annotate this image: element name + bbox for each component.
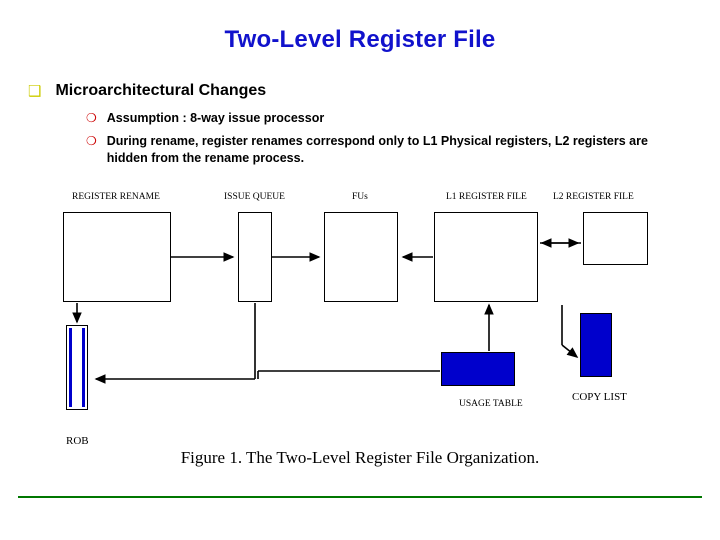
label-rob: ROB — [66, 435, 89, 447]
box-fus — [324, 212, 398, 302]
bullet-circle-icon: ❍ — [86, 111, 97, 125]
bullet-level2-rename-label: During rename, register renames correspo… — [106, 134, 648, 165]
label-issue-queue: ISSUE QUEUE — [224, 192, 285, 202]
label-l1-register-file: L1 REGISTER FILE — [446, 192, 527, 202]
box-usage-table — [441, 352, 515, 386]
label-copy-list: COPY LIST — [572, 391, 627, 403]
box-rob — [66, 325, 88, 410]
box-l1-register-file — [434, 212, 538, 302]
footer-rule — [18, 496, 702, 498]
bullet-level2-rename: ❍ During rename, register renames corres… — [86, 133, 686, 167]
diagram-arrows — [72, 238, 581, 384]
bullet-level1: ❑ Microarchitectural Changes — [28, 81, 688, 101]
figure-diagram: REGISTER RENAME ISSUE QUEUE FUs L1 REGIS… — [0, 185, 720, 485]
label-usage-table: USAGE TABLE — [459, 399, 523, 409]
bullet-level2-assumption: ❍ Assumption : 8-way issue processor — [86, 110, 686, 127]
label-register-rename: REGISTER RENAME — [72, 192, 160, 202]
bullet-circle-icon: ❍ — [86, 134, 97, 148]
rob-fill-right — [82, 328, 85, 407]
bullet-level2-assumption-label: Assumption : 8-way issue processor — [106, 111, 325, 125]
figure-caption: Figure 1. The Two-Level Register File Or… — [180, 448, 540, 467]
rob-fill — [69, 328, 72, 407]
box-copy-list — [580, 313, 612, 377]
page-title: Two-Level Register File — [224, 26, 496, 53]
box-register-rename — [63, 212, 171, 302]
label-l2-register-file: L2 REGISTER FILE — [553, 192, 634, 202]
label-fus: FUs — [352, 192, 368, 202]
box-l2-register-file — [583, 212, 648, 265]
bullet-square-icon: ❑ — [28, 82, 42, 100]
bullet-level1-label: Microarchitectural Changes — [55, 82, 267, 99]
box-issue-queue — [238, 212, 272, 302]
